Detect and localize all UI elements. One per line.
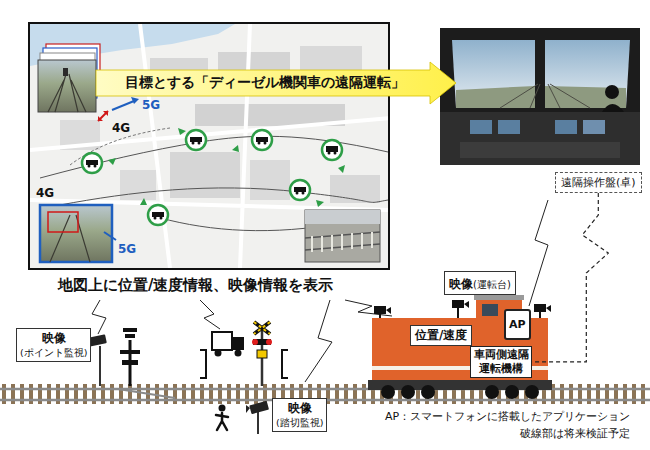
footnote: 破線部は将来検証予定 (520, 426, 630, 441)
title-text: 目標とする「ディーゼル機関車の遠隔運転」 (125, 74, 405, 92)
goal-arrow (96, 62, 456, 104)
mechanism-box: 車両側遠隔 運転機構 (470, 346, 532, 378)
crossing-camera (246, 401, 269, 434)
node-text: (運転台) (473, 278, 511, 292)
network-label: 4G (36, 186, 54, 200)
person-icon (216, 405, 228, 431)
node-text: (ポイント監視) (20, 347, 87, 360)
truck-icon (212, 332, 244, 357)
gate-brackets (200, 350, 288, 378)
map-panel (29, 23, 390, 269)
node-text: 映像 (449, 276, 473, 293)
control-desk-box: 遠隔操作盤(卓) (555, 172, 642, 193)
node-text: 位置/速度 (415, 327, 467, 344)
phone-app: AP (504, 309, 531, 340)
locomotive (368, 295, 552, 399)
network-label: 5G (118, 242, 136, 256)
camera-label: 映像(踏切監視) (272, 398, 327, 432)
node-text: 車両側遠隔 運転機構 (473, 348, 529, 376)
caption-text: 地図上に位置/速度情報、映像情報を表示 (58, 276, 333, 295)
point-lever (120, 328, 140, 386)
remote-link (532, 193, 608, 362)
node-text: 映像 (276, 400, 323, 417)
node-text: 映像 (20, 330, 87, 347)
node-text: 遠隔操作盤(卓) (561, 175, 636, 190)
network-label: 5G (142, 98, 160, 112)
camera-label: 映像(ポイント監視) (16, 328, 91, 362)
status-box: 位置/速度 (410, 325, 472, 346)
node-text: AP (509, 318, 526, 331)
camera-label: 映像(運転台) (444, 271, 516, 295)
crossing-signal (252, 322, 272, 386)
cab-image (440, 28, 640, 165)
node-text: (踏切監視) (276, 417, 323, 430)
footnote: AP：スマートフォンに搭載したアプリケーション (385, 409, 630, 424)
network-label: 4G (112, 121, 130, 135)
